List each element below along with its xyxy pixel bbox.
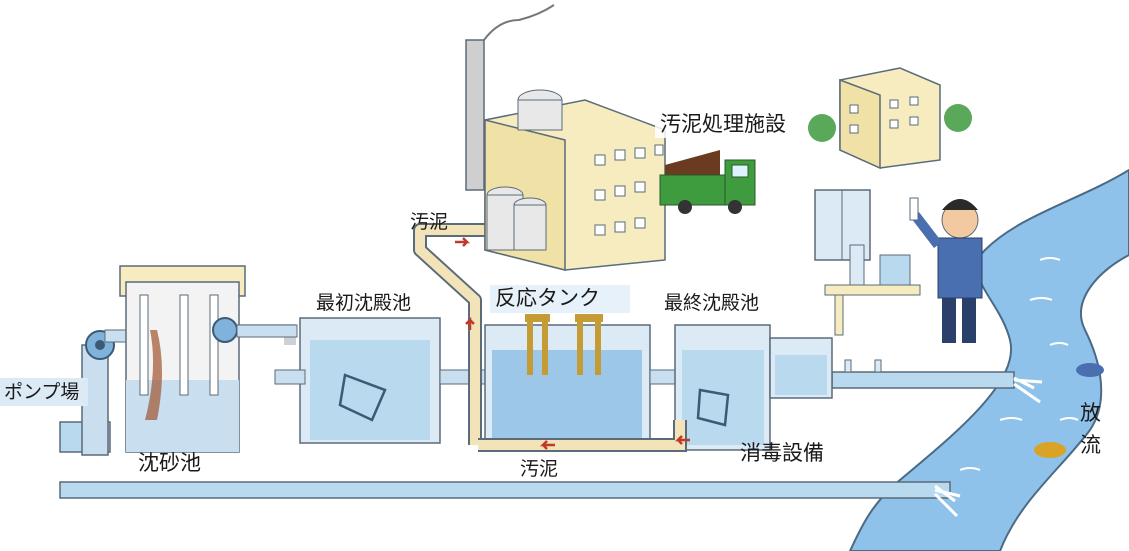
fish xyxy=(1034,363,1104,458)
label-sludge-bottom: 汚泥 xyxy=(520,458,558,480)
final-sedimentation-tank xyxy=(674,324,833,451)
laboratory-window xyxy=(814,189,921,336)
effluent-pipe xyxy=(831,359,1043,404)
sludge-treatment-facility xyxy=(465,4,666,271)
sludge-flow-arrows xyxy=(455,237,690,450)
label-discharge-2: 流 xyxy=(1080,433,1101,457)
label-sludge-facility: 汚泥処理施設 xyxy=(660,112,786,136)
inspector-person xyxy=(909,197,983,343)
sludge-truck xyxy=(659,150,756,214)
label-discharge-1: 放 xyxy=(1080,401,1101,425)
label-final-tank: 最終沈殿池 xyxy=(664,292,759,314)
primary-sedimentation-tank xyxy=(274,317,486,444)
outfall-splash xyxy=(933,484,961,518)
reaction-tank xyxy=(484,314,676,444)
label-sludge-top: 汚泥 xyxy=(410,211,448,233)
label-grit-chamber: 沈砂池 xyxy=(138,451,201,475)
label-disinfection: 消毒設備 xyxy=(740,441,824,465)
label-pump-station: ポンプ場 xyxy=(4,381,79,403)
grit-chamber xyxy=(119,265,298,453)
label-reaction-tank: 反応タンク xyxy=(495,286,600,310)
bottom-pipe xyxy=(59,481,951,499)
office-building xyxy=(808,67,972,170)
label-primary-tank: 最初沈殿池 xyxy=(316,292,411,314)
labels: 汚泥処理施設 汚泥 最初沈殿池 反応タンク 最終沈殿池 ポンプ場 沈砂池 汚泥 … xyxy=(0,110,1101,480)
